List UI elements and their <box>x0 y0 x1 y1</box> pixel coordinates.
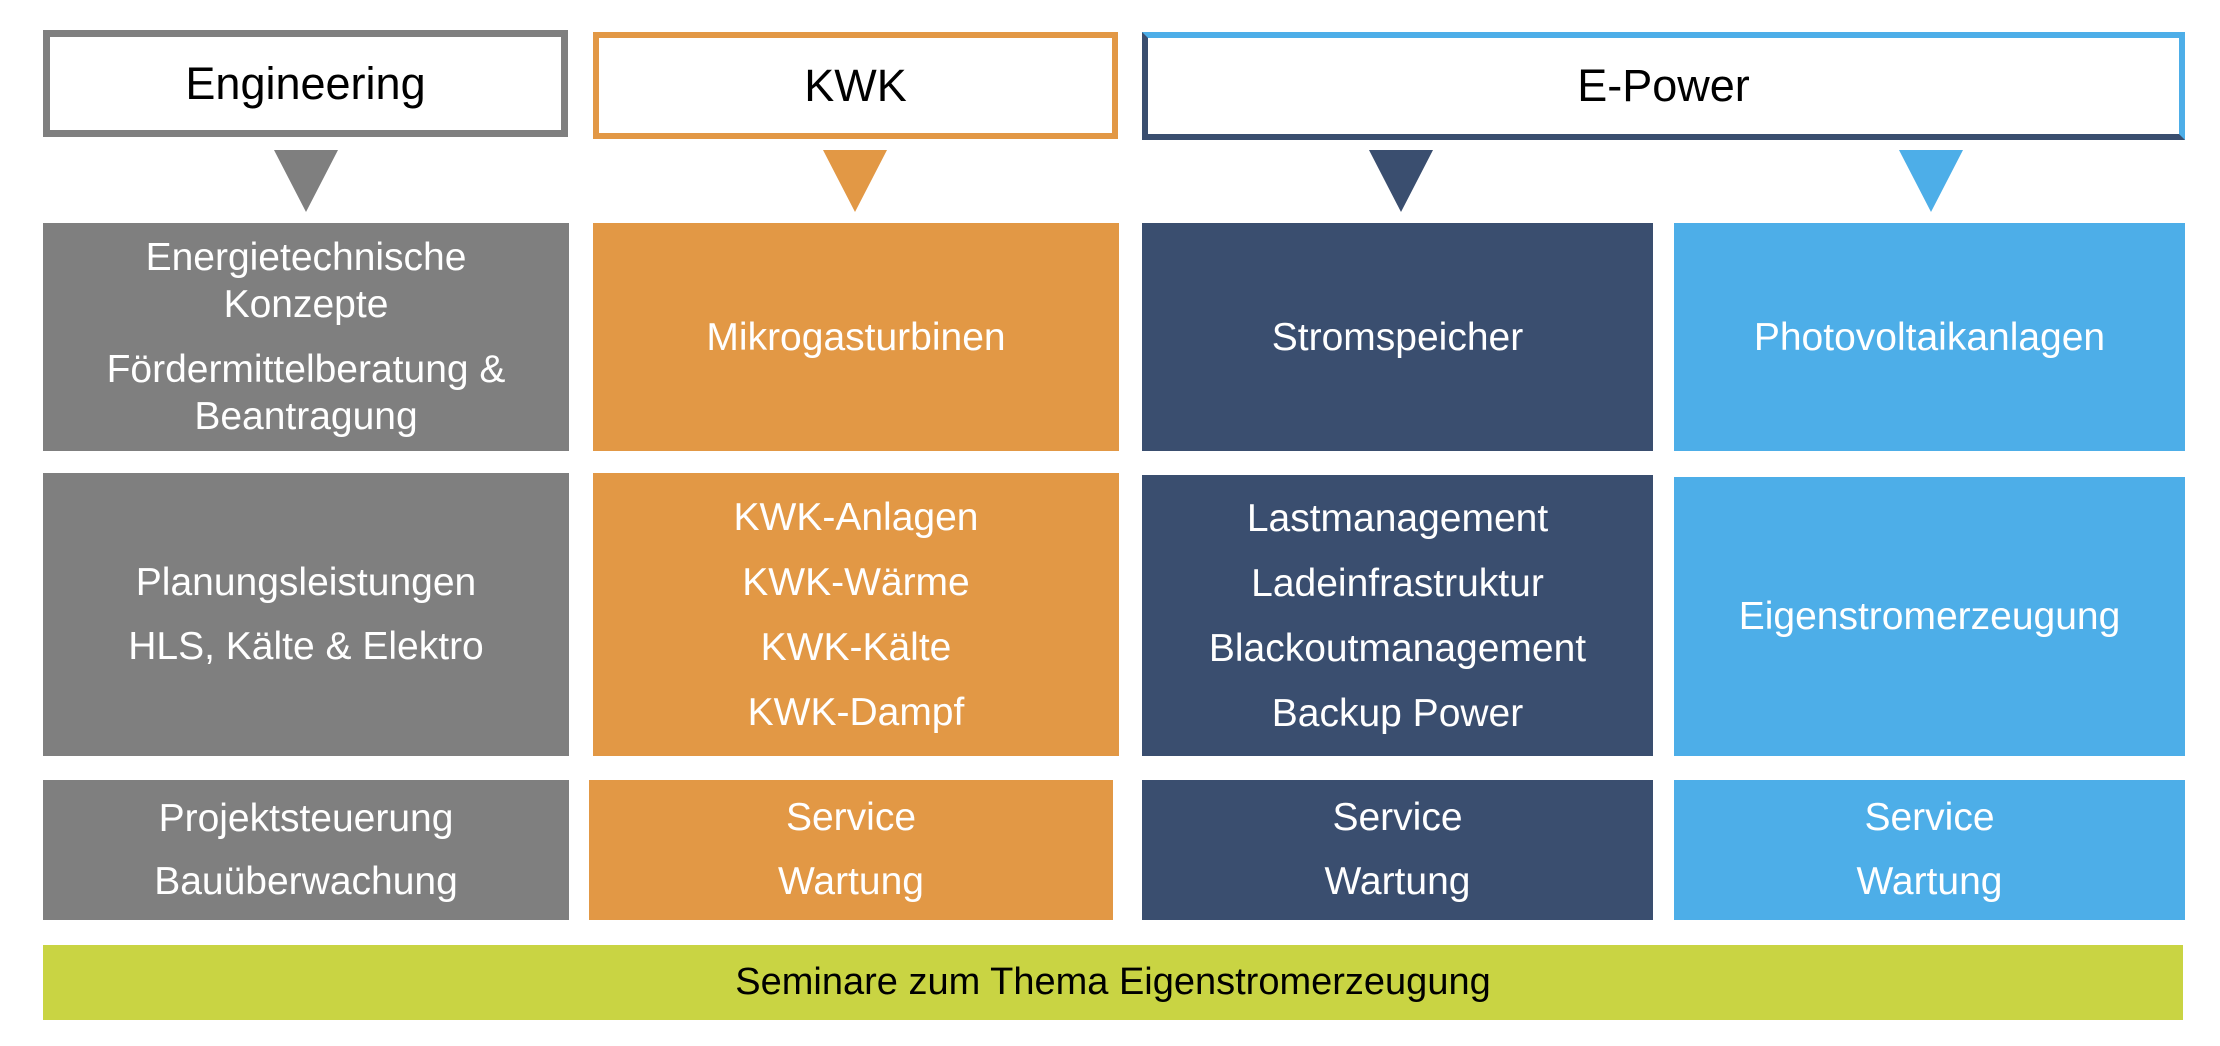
stromspeicher-bottom-cell: Service Wartung <box>1142 780 1653 920</box>
arrow-down-icon <box>823 150 887 212</box>
cell-text: KWK-Anlagen <box>733 495 979 539</box>
engineering-top-cell: Energietechnische Konzepte Fördermittelb… <box>43 223 569 451</box>
cell-text: Service <box>1332 796 1463 839</box>
cell-text: KWK-Wärme <box>742 560 970 604</box>
arrow-down-icon <box>274 150 338 212</box>
kwk-top-cell: Mikrogasturbinen <box>593 223 1119 451</box>
cell-text: Stromspeicher <box>1271 315 1524 359</box>
cell-text: Service <box>1864 796 1995 839</box>
header-kwk-label: KWK <box>804 59 907 111</box>
photovoltaik-top-cell: Photovoltaikanlagen <box>1674 223 2185 451</box>
cell-text: Wartung <box>1324 860 1471 903</box>
photovoltaik-middle-cell: Eigenstromerzeugung <box>1674 477 2185 756</box>
cell-text: Ladeinfrastruktur <box>1251 561 1544 605</box>
cell-text: Planungsleistungen <box>135 560 477 604</box>
cell-text: KWK-Dampf <box>747 690 965 734</box>
cell-text: Fördermittelberatung & <box>106 348 506 391</box>
cell-text: Energietechnische <box>145 236 467 279</box>
seminar-banner: Seminare zum Thema Eigenstromerzeugung <box>43 945 2183 1020</box>
kwk-bottom-cell: Service Wartung <box>589 780 1113 920</box>
photovoltaik-bottom-cell: Service Wartung <box>1674 780 2185 920</box>
header-epower-label: E-Power <box>1577 60 1750 111</box>
cell-text: Service <box>785 796 917 839</box>
cell-text: Eigenstromerzeugung <box>1738 595 2121 638</box>
cell-text: HLS, Kälte & Elektro <box>128 624 484 668</box>
stromspeicher-middle-cell: Lastmanagement Ladeinfrastruktur Blackou… <box>1142 475 1653 756</box>
kwk-middle-cell: KWK-Anlagen KWK-Wärme KWK-Kälte KWK-Damp… <box>593 473 1119 756</box>
header-engineering-label: Engineering <box>185 57 426 109</box>
cell-text: Bauüberwachung <box>154 860 458 903</box>
arrow-down-icon <box>1899 150 1963 212</box>
cell-text: Wartung <box>778 860 924 903</box>
cell-text: Konzepte <box>223 283 389 326</box>
engineering-bottom-cell: Projektsteuerung Bauüberwachung <box>43 780 569 920</box>
cell-text: Lastmanagement <box>1246 496 1549 540</box>
cell-text: Wartung <box>1856 860 2003 903</box>
cell-text: Backup Power <box>1271 691 1524 735</box>
cell-text: Photovoltaikanlagen <box>1753 315 2106 359</box>
header-epower: E-Power <box>1142 32 2185 140</box>
cell-text: Projektsteuerung <box>158 797 454 840</box>
cell-text: Beantragung <box>194 395 418 438</box>
stromspeicher-top-cell: Stromspeicher <box>1142 223 1653 451</box>
header-engineering: Engineering <box>43 30 568 137</box>
cell-text: Blackoutmanagement <box>1208 626 1587 670</box>
cell-text: KWK-Kälte <box>760 625 952 669</box>
header-kwk: KWK <box>593 32 1118 139</box>
engineering-middle-cell: Planungsleistungen HLS, Kälte & Elektro <box>43 473 569 756</box>
seminar-banner-text: Seminare zum Thema Eigenstromerzeugung <box>735 961 1491 1003</box>
arrow-down-icon <box>1369 150 1433 212</box>
cell-text: Mikrogasturbinen <box>706 315 1006 359</box>
